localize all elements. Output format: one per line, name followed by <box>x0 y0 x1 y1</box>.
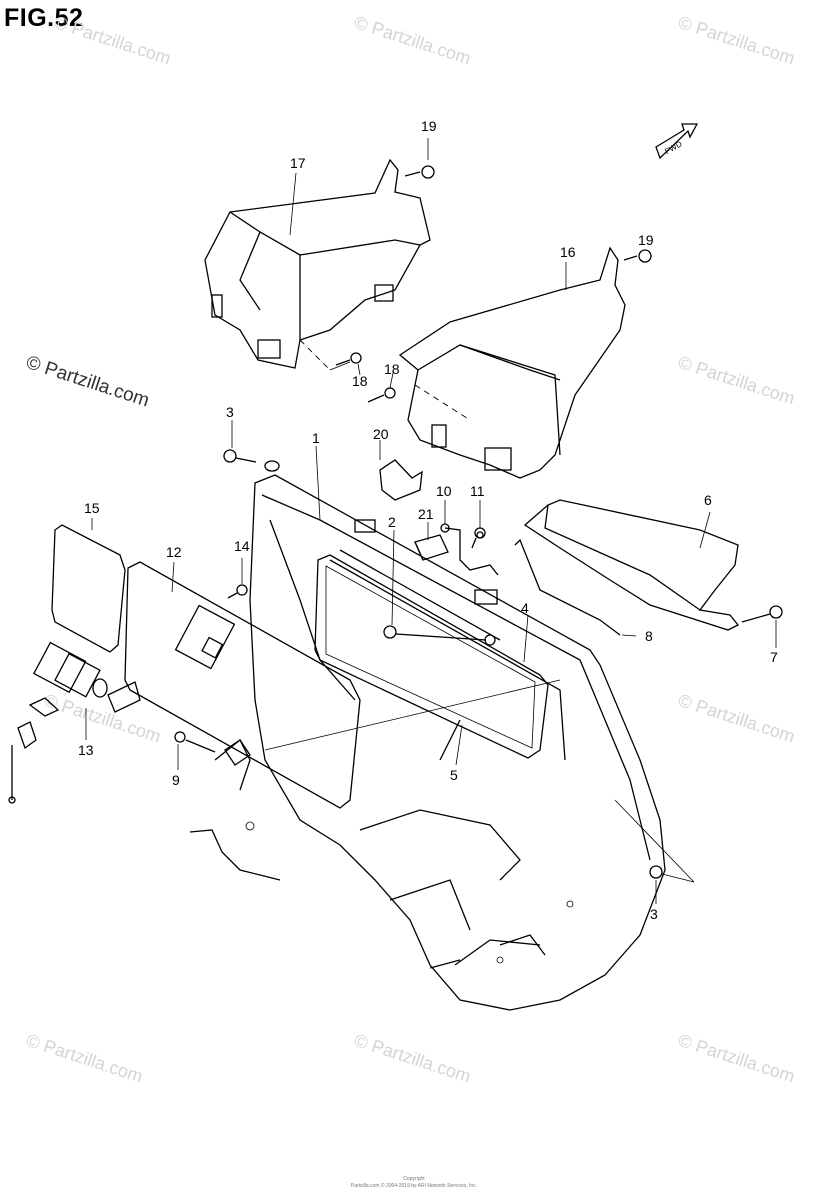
rod-part-8 <box>514 538 621 636</box>
footer-line2: Partzilla.com © 2004-2019 by ARI Network… <box>350 1183 478 1189</box>
callout-7: 7 <box>770 649 778 665</box>
callout-20: 20 <box>373 426 389 442</box>
bolt-part-3b <box>614 799 695 883</box>
callout-13: 13 <box>78 742 94 758</box>
bolt-part-14 <box>227 584 248 599</box>
lock-part-13 <box>8 641 108 804</box>
footer-line1: Copyright <box>403 1176 425 1182</box>
callout-16: 16 <box>560 244 576 260</box>
callout-2: 2 <box>388 514 396 530</box>
callout-11: 11 <box>470 483 485 499</box>
lever-part-10 <box>444 527 499 576</box>
figure-title: FIG.52 <box>4 4 84 32</box>
inner-panel-part-1 <box>189 474 666 1011</box>
callout-1: 1 <box>312 430 320 446</box>
side-cover-part-6 <box>523 499 740 631</box>
bolt-part-18a <box>335 352 362 366</box>
callout-5: 5 <box>450 767 458 783</box>
bolt-part-3a <box>223 449 280 472</box>
bolt-part-7 <box>741 605 783 623</box>
bolt-part-18b <box>367 387 396 403</box>
fwd-label: FWD <box>663 139 683 156</box>
bolt-part-2 <box>383 625 496 646</box>
callout-10: 10 <box>436 483 452 499</box>
callout-17: 17 <box>290 155 306 171</box>
lid-part-12 <box>124 561 361 809</box>
leader-lines <box>85 138 777 904</box>
bracket-part-20 <box>379 459 423 501</box>
fwd-arrow-icon: FWD <box>655 123 699 160</box>
callout-8: 8 <box>645 628 653 644</box>
callout-21: 21 <box>418 506 434 522</box>
callout-18: 18 <box>352 373 368 389</box>
bolt-part-9 <box>174 731 216 753</box>
callout-15: 15 <box>84 500 100 516</box>
callout-6: 6 <box>704 492 712 508</box>
rod-part-5 <box>439 719 461 761</box>
bolt-part-11 <box>471 527 486 549</box>
bolt-part-19a <box>404 165 435 179</box>
callout-12: 12 <box>166 544 182 560</box>
hinge <box>224 739 251 766</box>
footer-copyright: Copyright Partzilla.com © 2004-2019 by A… <box>0 1176 828 1190</box>
cover-part-15 <box>51 524 126 653</box>
duct-upper-part-17 <box>204 158 431 371</box>
gasket-part-4 <box>314 554 549 759</box>
callout-3: 3 <box>650 906 658 922</box>
callout-19: 19 <box>421 118 437 134</box>
callout-18: 18 <box>384 361 400 377</box>
callout-4: 4 <box>521 600 529 616</box>
callout-9: 9 <box>172 772 180 788</box>
callout-3: 3 <box>226 404 234 420</box>
callout-14: 14 <box>234 538 250 554</box>
duct-lower-part-16 <box>398 246 626 479</box>
callout-19: 19 <box>638 232 654 248</box>
bolt-part-19b <box>623 249 652 263</box>
hinge <box>107 681 141 713</box>
